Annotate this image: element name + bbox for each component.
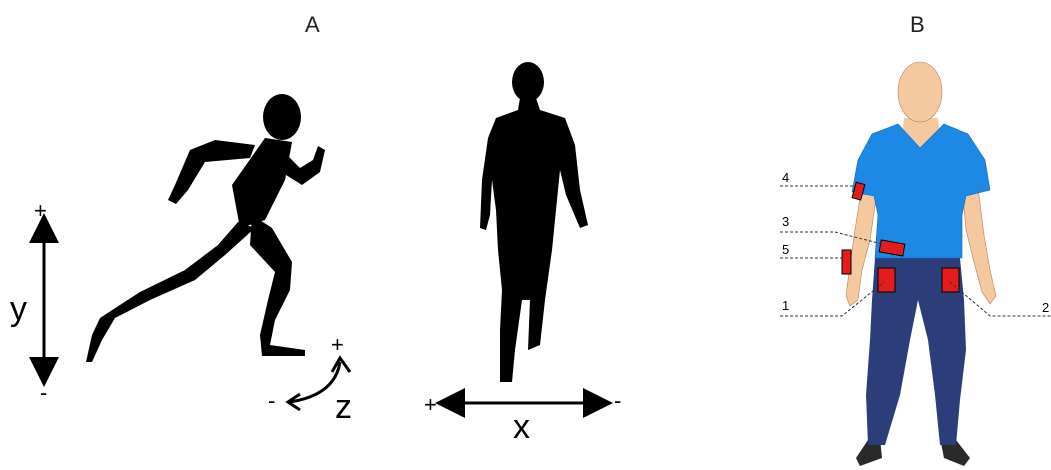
y-axis-plus: +	[34, 198, 47, 223]
sensor-2-number: 2	[1042, 300, 1049, 315]
x-axis-minus: -	[614, 388, 621, 413]
y-axis-minus: -	[40, 380, 47, 405]
sensor-4-number: 4	[782, 170, 789, 185]
sensor-numbers: 4 3 5 1 2	[782, 170, 1049, 315]
sensor-2-marker	[941, 267, 960, 293]
panel-a-label: A	[305, 12, 320, 37]
person-illustration	[845, 61, 997, 466]
sensor-5-marker	[841, 249, 852, 275]
sensor-markers	[841, 181, 960, 293]
x-axis-label: x	[513, 408, 530, 446]
x-axis-plus: +	[424, 392, 437, 417]
sensor-1-number: 1	[782, 298, 789, 313]
z-axis-plus: +	[331, 332, 344, 357]
x-axis-arrow: + - x	[424, 388, 621, 446]
z-axis-minus: -	[268, 388, 275, 413]
sensor-3-marker	[878, 239, 906, 257]
sensor-1-marker	[877, 267, 896, 293]
sensor-3-number: 3	[782, 214, 789, 229]
panel-b-label: B	[910, 12, 925, 37]
sensor-5-number: 5	[782, 242, 789, 257]
running-silhouette-side	[86, 94, 325, 362]
y-axis-arrow: + y -	[10, 198, 59, 405]
z-axis-label: z	[335, 388, 352, 426]
y-axis-label: y	[10, 290, 27, 328]
running-silhouette-front	[480, 62, 588, 382]
sensor-4-marker	[851, 181, 866, 201]
sensor-leader-lines	[780, 185, 1051, 317]
z-axis-arrow: + - z	[268, 332, 352, 426]
